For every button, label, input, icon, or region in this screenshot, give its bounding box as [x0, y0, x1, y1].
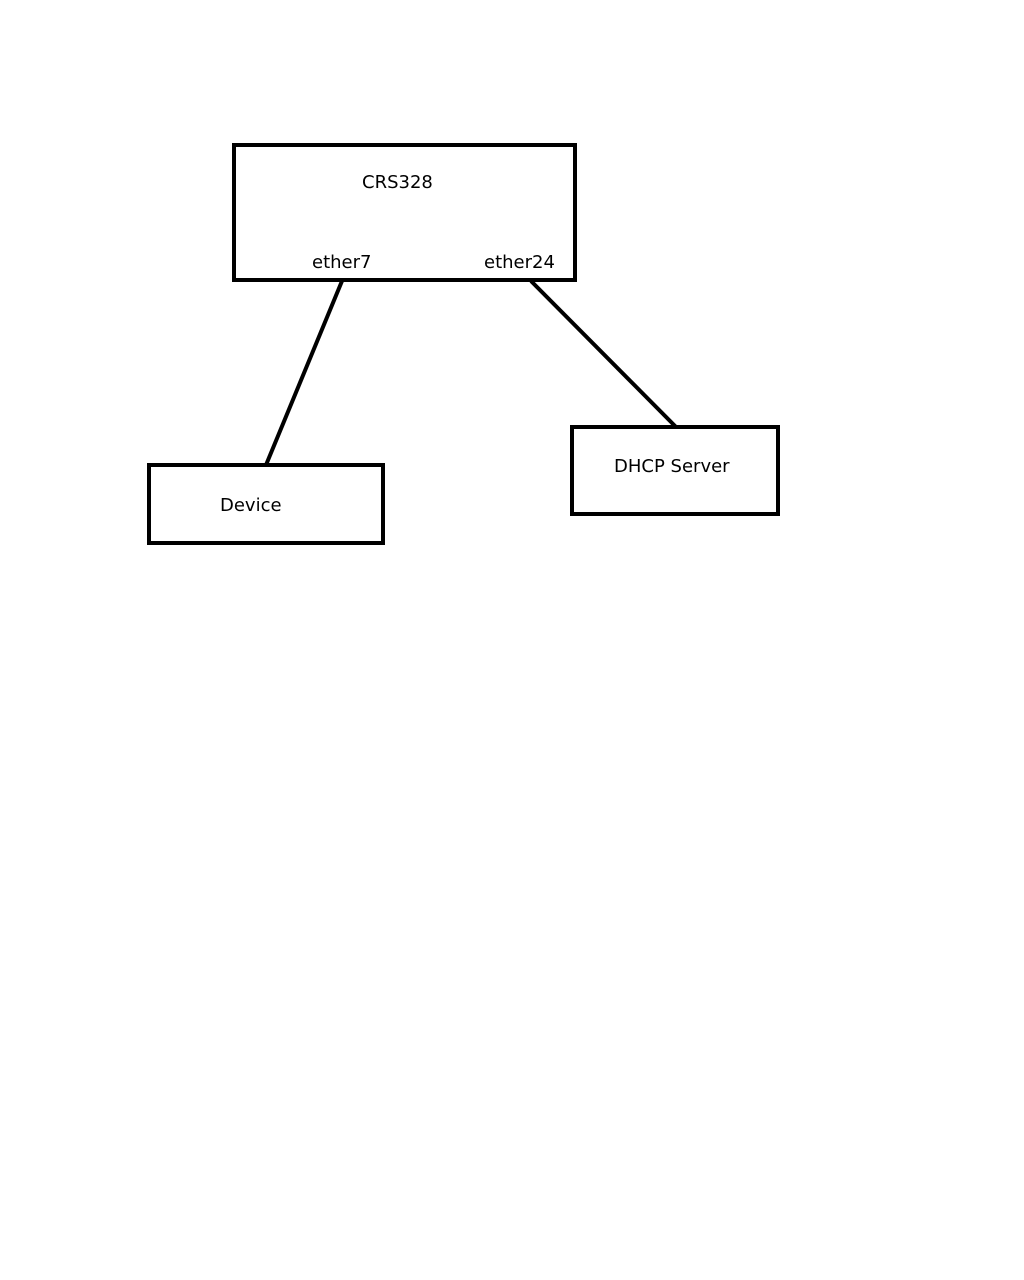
- switch-node: [232, 143, 577, 282]
- port-ether24-label: ether24: [484, 252, 555, 273]
- device-label: Device: [220, 495, 282, 516]
- link-ether24-dhcp: [529, 279, 678, 429]
- link-ether7-device: [264, 280, 344, 466]
- device-node: [147, 463, 385, 545]
- switch-label: CRS328: [362, 172, 433, 193]
- dhcp-server-label: DHCP Server: [614, 456, 730, 477]
- dhcp-server-node: [570, 425, 780, 516]
- port-ether7-label: ether7: [312, 252, 372, 273]
